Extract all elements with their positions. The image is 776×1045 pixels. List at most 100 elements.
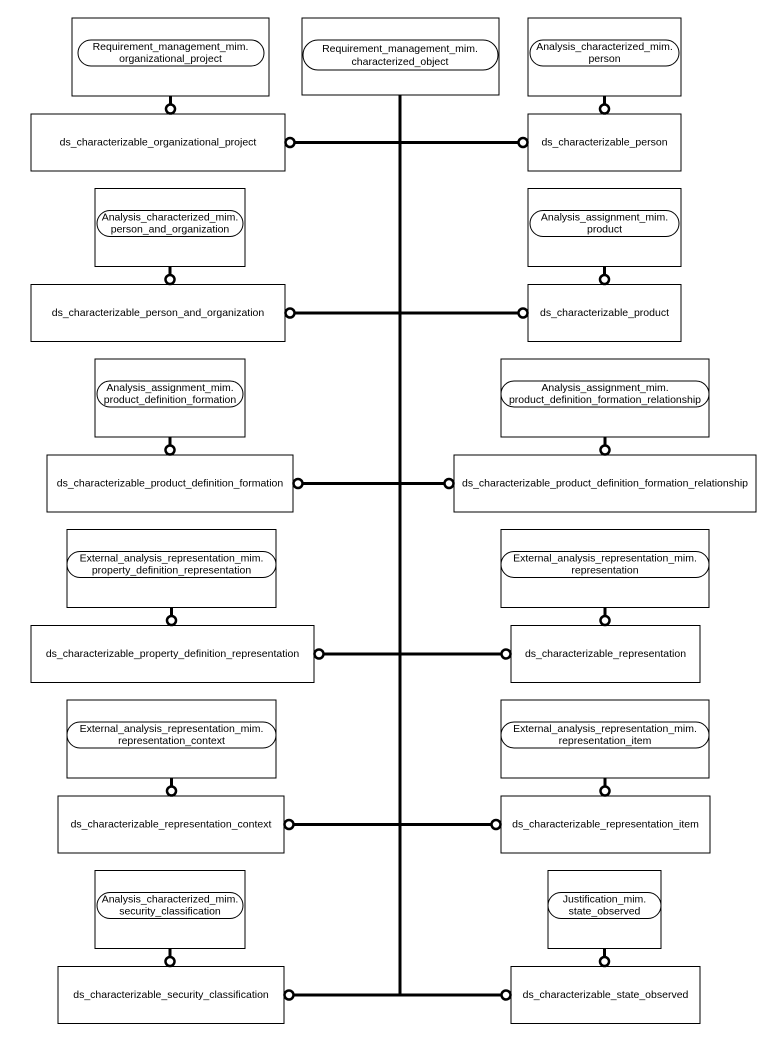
vertical-connector-circle <box>164 103 177 115</box>
reference-label-line1: External_analysis_representation_mim. <box>513 723 697 735</box>
vertical-connector-circle <box>598 103 611 115</box>
vertical-connector-circle <box>598 273 611 286</box>
connector-circles <box>164 103 611 1001</box>
reference-label-line2: state_observed <box>569 905 641 917</box>
entity-label: ds_characterizable_product <box>540 307 669 319</box>
reference-label-line2: product_definition_formation_relationshi… <box>509 394 701 406</box>
reference-label-line1: Analysis_characterized_mim. <box>102 893 239 905</box>
reference-pill <box>96 892 244 919</box>
entity-box <box>30 113 286 172</box>
entity-box <box>453 454 757 513</box>
top-entity-node: Requirement_management_mim.characterized… <box>301 17 500 96</box>
entity-label: ds_characterizable_organizational_projec… <box>60 136 257 148</box>
horizontal-connector-circle <box>443 477 455 490</box>
right-node-row-4: External_analysis_representation_mim.rep… <box>500 529 710 683</box>
left-node-row-6: Analysis_characterized_mim.security_clas… <box>57 870 285 1024</box>
horizontal-connector-circle <box>292 477 304 490</box>
reference-label-line2: person_and_organization <box>111 223 230 235</box>
reference-label-line1: External_analysis_representation_mim. <box>513 552 697 564</box>
entity-label: ds_characterizable_representation_item <box>512 818 699 830</box>
reference-label-line1: Requirement_management_mim. <box>93 41 249 53</box>
entity-box <box>46 454 294 513</box>
reference-label-line1: External_analysis_representation_mim. <box>80 723 264 735</box>
top-entity-label-line2: characterized_object <box>352 56 449 68</box>
entity-label: ds_characterizable_representation_contex… <box>71 818 272 830</box>
reference-pill <box>66 721 277 749</box>
right-node-row-2: Analysis_assignment_mim.product ds_charac… <box>527 188 682 342</box>
left-node-row-5: External_analysis_representation_mim.rep… <box>57 699 285 854</box>
left-node-row-4: External_analysis_representation_mim.pro… <box>30 529 315 683</box>
vertical-connector-circle <box>599 785 611 797</box>
reference-label-line1: Analysis_assignment_mim. <box>541 382 668 394</box>
reference-pill <box>96 380 244 408</box>
reference-pill <box>529 210 680 237</box>
entity-box <box>527 113 682 172</box>
reference-pill <box>547 892 662 919</box>
reference-pill <box>500 380 710 408</box>
top-entity-label-line1: Requirement_management_mim. <box>322 43 478 55</box>
reference-label-line1: Analysis_assignment_mim. <box>541 211 668 223</box>
reference-label-line2: organizational_project <box>119 53 222 65</box>
horizontal-connector-circle <box>284 136 296 149</box>
reference-label-line2: property_definition_representation <box>92 564 252 576</box>
right-node-row-6: Justification_mim.state_observed ds_chara… <box>510 870 701 1024</box>
left-node-row-3: Analysis_assignment_mim.product_definiti… <box>46 358 294 513</box>
reference-pill <box>500 551 710 578</box>
reference-label-line2: person <box>588 53 620 65</box>
entity-box <box>57 966 285 1024</box>
right-node-row-1: Analysis_characterized_mim.person ds_char… <box>527 17 682 172</box>
horizontal-connector-circle <box>490 818 502 831</box>
horizontal-connector-circle <box>313 648 325 660</box>
vertical-connector-circle <box>164 955 176 968</box>
reference-label-line1: Analysis_characterized_mim. <box>102 211 239 223</box>
horizontal-connector-circle <box>517 307 529 319</box>
entity-label: ds_characterizable_security_classificati… <box>73 989 269 1001</box>
vertical-connector-circle <box>165 785 178 797</box>
vertical-connector-circle <box>164 273 176 286</box>
vertical-connector-circle <box>165 614 178 627</box>
entity-label: ds_characterizable_property_definition_r… <box>46 648 299 660</box>
entity-label: ds_characterizable_representation <box>525 648 686 660</box>
reference-label-line2: security_classification <box>119 905 221 917</box>
horizontal-connector-circle <box>284 307 296 319</box>
top-entity-ref-pill <box>302 39 499 71</box>
vertical-connector-circle <box>599 444 611 456</box>
vertical-connector-circle <box>599 614 611 627</box>
reference-label-line1: Analysis_characterized_mim. <box>536 41 673 53</box>
vertical-connector-circle <box>598 955 611 968</box>
entity-box <box>30 625 315 683</box>
entity-box <box>510 966 701 1024</box>
reference-pill <box>500 721 710 749</box>
reference-pill <box>96 210 244 237</box>
left-node-row-1: Requirement_management_mim.organizationa… <box>30 17 286 172</box>
reference-label-line1: Justification_mim. <box>563 893 646 905</box>
entity-box <box>510 625 701 683</box>
vertical-connector-circle <box>164 444 176 456</box>
horizontal-connector-circle <box>500 989 512 1001</box>
reference-label-line1: External_analysis_representation_mim. <box>80 552 264 564</box>
horizontal-connector-circle <box>283 818 295 831</box>
entity-label: ds_characterizable_product_definition_fo… <box>57 477 284 489</box>
reference-label-line2: representation_item <box>559 735 652 747</box>
horizontal-connector-circle <box>283 989 295 1001</box>
entity-label: ds_characterizable_product_definition_fo… <box>462 477 748 489</box>
reference-label-line2: product_definition_formation <box>104 394 237 406</box>
entity-box <box>527 284 682 342</box>
left-node-row-2: Analysis_characterized_mim.person_and_or… <box>30 188 286 342</box>
right-node-row-5: External_analysis_representation_mim.rep… <box>500 699 711 854</box>
entity-label: ds_characterizable_state_observed <box>523 989 689 1001</box>
entity-box <box>57 795 285 854</box>
reference-label-line2: representation_context <box>118 735 225 747</box>
reference-label-line2: product <box>587 223 622 235</box>
diagram-nodes: Requirement_management_mim.characterized… <box>30 17 757 1024</box>
entity-label: ds_characterizable_person <box>541 136 667 148</box>
reference-pill <box>529 39 680 67</box>
right-node-row-3: Analysis_assignment_mim.product_definiti… <box>453 358 757 513</box>
horizontal-connector-circle <box>517 136 529 149</box>
reference-label-line1: Analysis_assignment_mim. <box>106 382 233 394</box>
reference-pill <box>66 551 277 578</box>
reference-pill <box>77 39 265 67</box>
entity-label: ds_characterizable_person_and_organizati… <box>52 307 265 319</box>
